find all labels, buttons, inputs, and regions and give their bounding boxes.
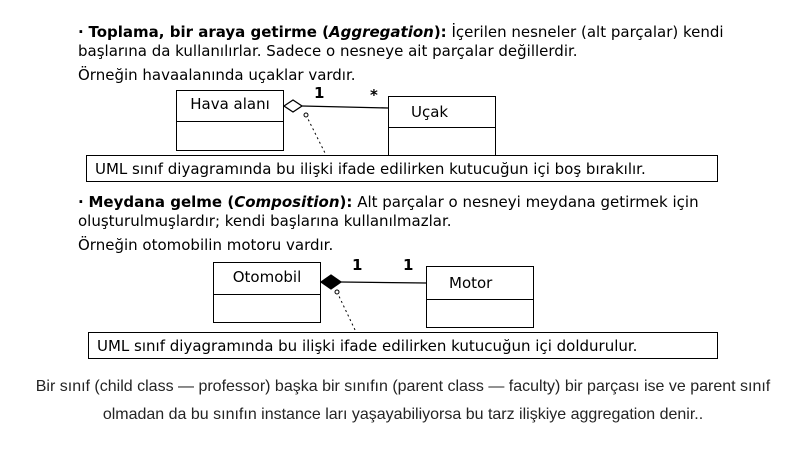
class-box-car-header: Otomobil bbox=[214, 263, 320, 295]
aggregation-note-pointer bbox=[305, 114, 327, 156]
caption-line-2: olmadan da bu sınıfın instance ları yaşa… bbox=[102, 406, 704, 423]
class-box-plane: Uçak bbox=[388, 96, 496, 157]
class-box-motor: Motor bbox=[426, 266, 534, 328]
composition-pointer-dot bbox=[334, 289, 340, 295]
class-box-car: Otomobil bbox=[213, 262, 321, 323]
composition-multiplicity-part: 1 bbox=[403, 256, 414, 274]
composition-note: UML sınıf diyagramında bu ilişki ifade e… bbox=[88, 332, 718, 359]
class-box-motor-header: Motor bbox=[427, 267, 533, 300]
aggregation-title-suffix: ): bbox=[433, 23, 447, 41]
composition-title-prefix: Meydana gelme ( bbox=[88, 193, 235, 211]
composition-filled-diamond bbox=[319, 274, 343, 290]
aggregation-note: UML sınıf diyagramında bu ilişki ifade e… bbox=[86, 155, 718, 182]
composition-association-line bbox=[340, 281, 427, 284]
class-box-airport: Hava alanı bbox=[176, 90, 284, 151]
composition-title-suffix: ): bbox=[339, 193, 353, 211]
aggregation-title-prefix: Toplama, bir araya getirme ( bbox=[88, 23, 330, 41]
class-name-plane: Uçak bbox=[411, 103, 449, 121]
class-box-plane-header: Uçak bbox=[389, 97, 495, 128]
aggregation-line1-rest: İçerilen nesneler (alt parçalar) kendi bbox=[451, 23, 724, 41]
aggregation-multiplicity-part: * bbox=[370, 86, 378, 104]
class-name-motor: Motor bbox=[449, 274, 493, 292]
composition-example: Örneğin otomobilin motoru vardır. bbox=[78, 236, 334, 254]
class-name-car: Otomobil bbox=[232, 268, 302, 286]
composition-note-pointer bbox=[336, 291, 357, 333]
aggregation-pointer-dot bbox=[303, 112, 309, 118]
aggregation-title-term: Aggregation bbox=[329, 23, 434, 41]
class-name-airport: Hava alanı bbox=[190, 95, 270, 113]
aggregation-heading: · Toplama, bir araya getirme (Aggregatio… bbox=[78, 23, 724, 41]
aggregation-line2: başlarına da kullanılırlar. Sadece o nes… bbox=[78, 42, 578, 60]
aggregation-hollow-diamond bbox=[282, 99, 304, 113]
composition-line1-rest: Alt parçalar o nesneyi meydana getirmek … bbox=[357, 193, 699, 211]
aggregation-association-line bbox=[301, 105, 389, 109]
composition-multiplicity-whole: 1 bbox=[352, 256, 363, 274]
aggregation-bullet: · bbox=[78, 23, 84, 41]
composition-bullet: · bbox=[78, 193, 84, 211]
aggregation-example: Örneğin havaalanında uçaklar vardır. bbox=[78, 66, 356, 84]
caption-line-1: Bir sınıf (child class — professor) başk… bbox=[35, 378, 771, 395]
composition-line2: oluşturulmuşlardır; kendi başlarına kull… bbox=[78, 212, 452, 230]
composition-heading: · Meydana gelme (Composition): Alt parça… bbox=[78, 193, 699, 211]
figure-caption: Bir sınıf (child class — professor) başk… bbox=[0, 373, 806, 429]
class-box-airport-header: Hava alanı bbox=[177, 91, 283, 122]
composition-title-term: Composition bbox=[234, 193, 340, 211]
aggregation-multiplicity-whole: 1 bbox=[314, 84, 325, 102]
